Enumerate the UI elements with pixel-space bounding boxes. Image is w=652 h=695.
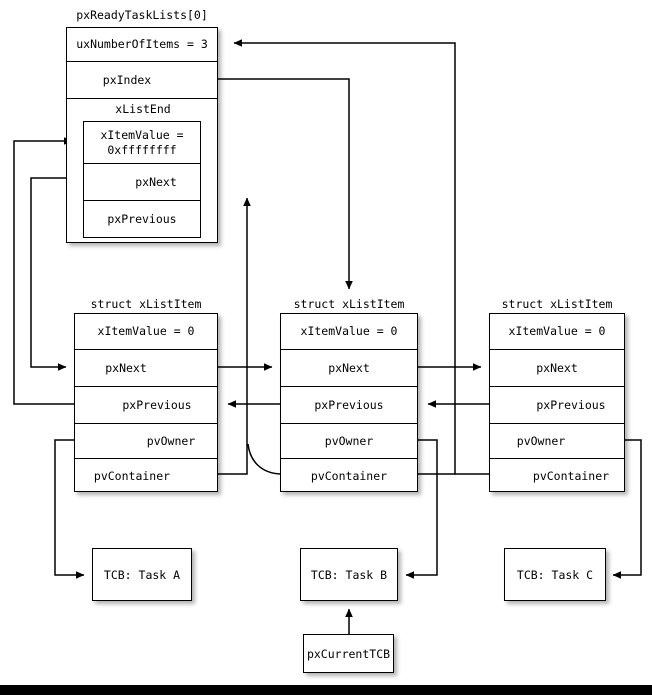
row-label: pvOwner [516, 433, 566, 448]
pxcurrenttcb-box: pxCurrentTCB [303, 634, 394, 673]
list-item-b-row-pvcontainer: pvContainer [281, 458, 417, 493]
list-item-c-row-pvcontainer: pvContainer [490, 458, 624, 493]
bottom-bar [0, 685, 652, 695]
xlistend-row-label: xItemValue = 0xffffffff [100, 128, 184, 157]
tcb-task-a-box: TCB: Task A [92, 548, 192, 601]
list-item-c-row-pvowner: pvOwner [490, 423, 624, 458]
list-item-c-caption: struct xListItem [501, 297, 613, 311]
ready-list-row-label: uxNumberOfItems = 3 [76, 37, 208, 52]
row-label: pvContainer [532, 468, 610, 483]
ready-list-row-label: pxIndex [102, 72, 152, 87]
list-item-a-row-pvcontainer: pvContainer [75, 458, 217, 493]
ready-list-caption: pxReadyTaskLists[0] [76, 8, 208, 22]
xlistend-row-label: pxNext [135, 174, 177, 189]
list-item-a-row-pxprevious: pxPrevious [75, 386, 217, 423]
pxcurrenttcb-label: pxCurrentTCB [306, 646, 391, 661]
row-label: pvOwner [146, 433, 196, 448]
wire-item-a-pxprevious-to-listend [13, 137, 110, 405]
list-item-b-row-xitemvalue: xItemValue = 0 [281, 314, 417, 349]
ready-list-box: uxNumberOfItems = 3 pxIndex xListEnd xIt… [66, 27, 218, 243]
tcb-label: TCB: Task C [516, 567, 594, 582]
wire-item-c-pvowner-to-tcb-c [612, 439, 642, 579]
wire-pxindex-to-item-b [178, 78, 353, 290]
list-item-a-row-xitemvalue: xItemValue = 0 [75, 314, 217, 349]
list-item-a-caption: struct xListItem [90, 297, 202, 311]
row-label: pxPrevious [122, 397, 192, 412]
row-label: pxPrevious [536, 397, 606, 412]
row-label: pvContainer [310, 468, 388, 483]
list-item-a-row-pvowner: pvOwner [75, 423, 217, 458]
row-label: pxPrevious [314, 397, 384, 412]
row-label: pvOwner [324, 433, 374, 448]
xlistend-row-xitemvalue: xItemValue = 0xffffffff [84, 122, 200, 163]
ready-list-xlistend-section [67, 98, 217, 242]
list-item-c-box: xItemValue = 0 pxNext pxPrevious pvOwner… [489, 313, 625, 492]
xlistend-box: xItemValue = 0xffffffff pxNext pxPreviou… [83, 121, 201, 238]
list-item-c-row-pxnext: pxNext [490, 349, 624, 386]
row-label: xItemValue = 0 [300, 324, 398, 339]
tcb-task-b-box: TCB: Task B [300, 548, 398, 601]
list-item-c-row-pxprevious: pxPrevious [490, 386, 624, 423]
list-item-b-row-pxnext: pxNext [281, 349, 417, 386]
list-item-b-caption: struct xListItem [293, 297, 405, 311]
tcb-task-c-box: TCB: Task C [504, 548, 606, 601]
row-label: xItemValue = 0 [97, 324, 195, 339]
xlistend-caption: xListEnd [115, 102, 171, 116]
list-item-a-row-pxnext: pxNext [75, 349, 217, 386]
ready-list-row-pxindex: pxIndex [67, 61, 217, 98]
row-label: pxNext [328, 360, 370, 375]
tcb-label: TCB: Task B [310, 567, 388, 582]
tcb-label: TCB: Task A [103, 567, 181, 582]
wire-item-b-pvcontainer-curve [247, 443, 281, 475]
row-label: pxNext [105, 360, 147, 375]
wire-item-a-pvcontainer-to-list [205, 197, 251, 475]
row-label: pvContainer [93, 468, 171, 483]
list-item-b-row-pvowner: pvOwner [281, 423, 417, 458]
xlistend-row-pxnext: pxNext [84, 163, 200, 200]
list-item-b-row-pxprevious: pxPrevious [281, 386, 417, 423]
list-item-a-box: xItemValue = 0 pxNext pxPrevious pvOwner… [74, 313, 218, 492]
list-item-c-row-xitemvalue: xItemValue = 0 [490, 314, 624, 349]
ready-list-row-uxnumberofitems: uxNumberOfItems = 3 [67, 28, 217, 61]
xlistend-row-pxprevious: pxPrevious [84, 200, 200, 237]
list-item-b-box: xItemValue = 0 pxNext pxPrevious pvOwner… [280, 313, 418, 492]
row-label: xItemValue = 0 [508, 324, 606, 339]
wire-item-b-pvowner-to-tcb-b [405, 439, 438, 579]
xlistend-row-label: pxPrevious [107, 211, 177, 226]
row-label: pxNext [536, 360, 578, 375]
